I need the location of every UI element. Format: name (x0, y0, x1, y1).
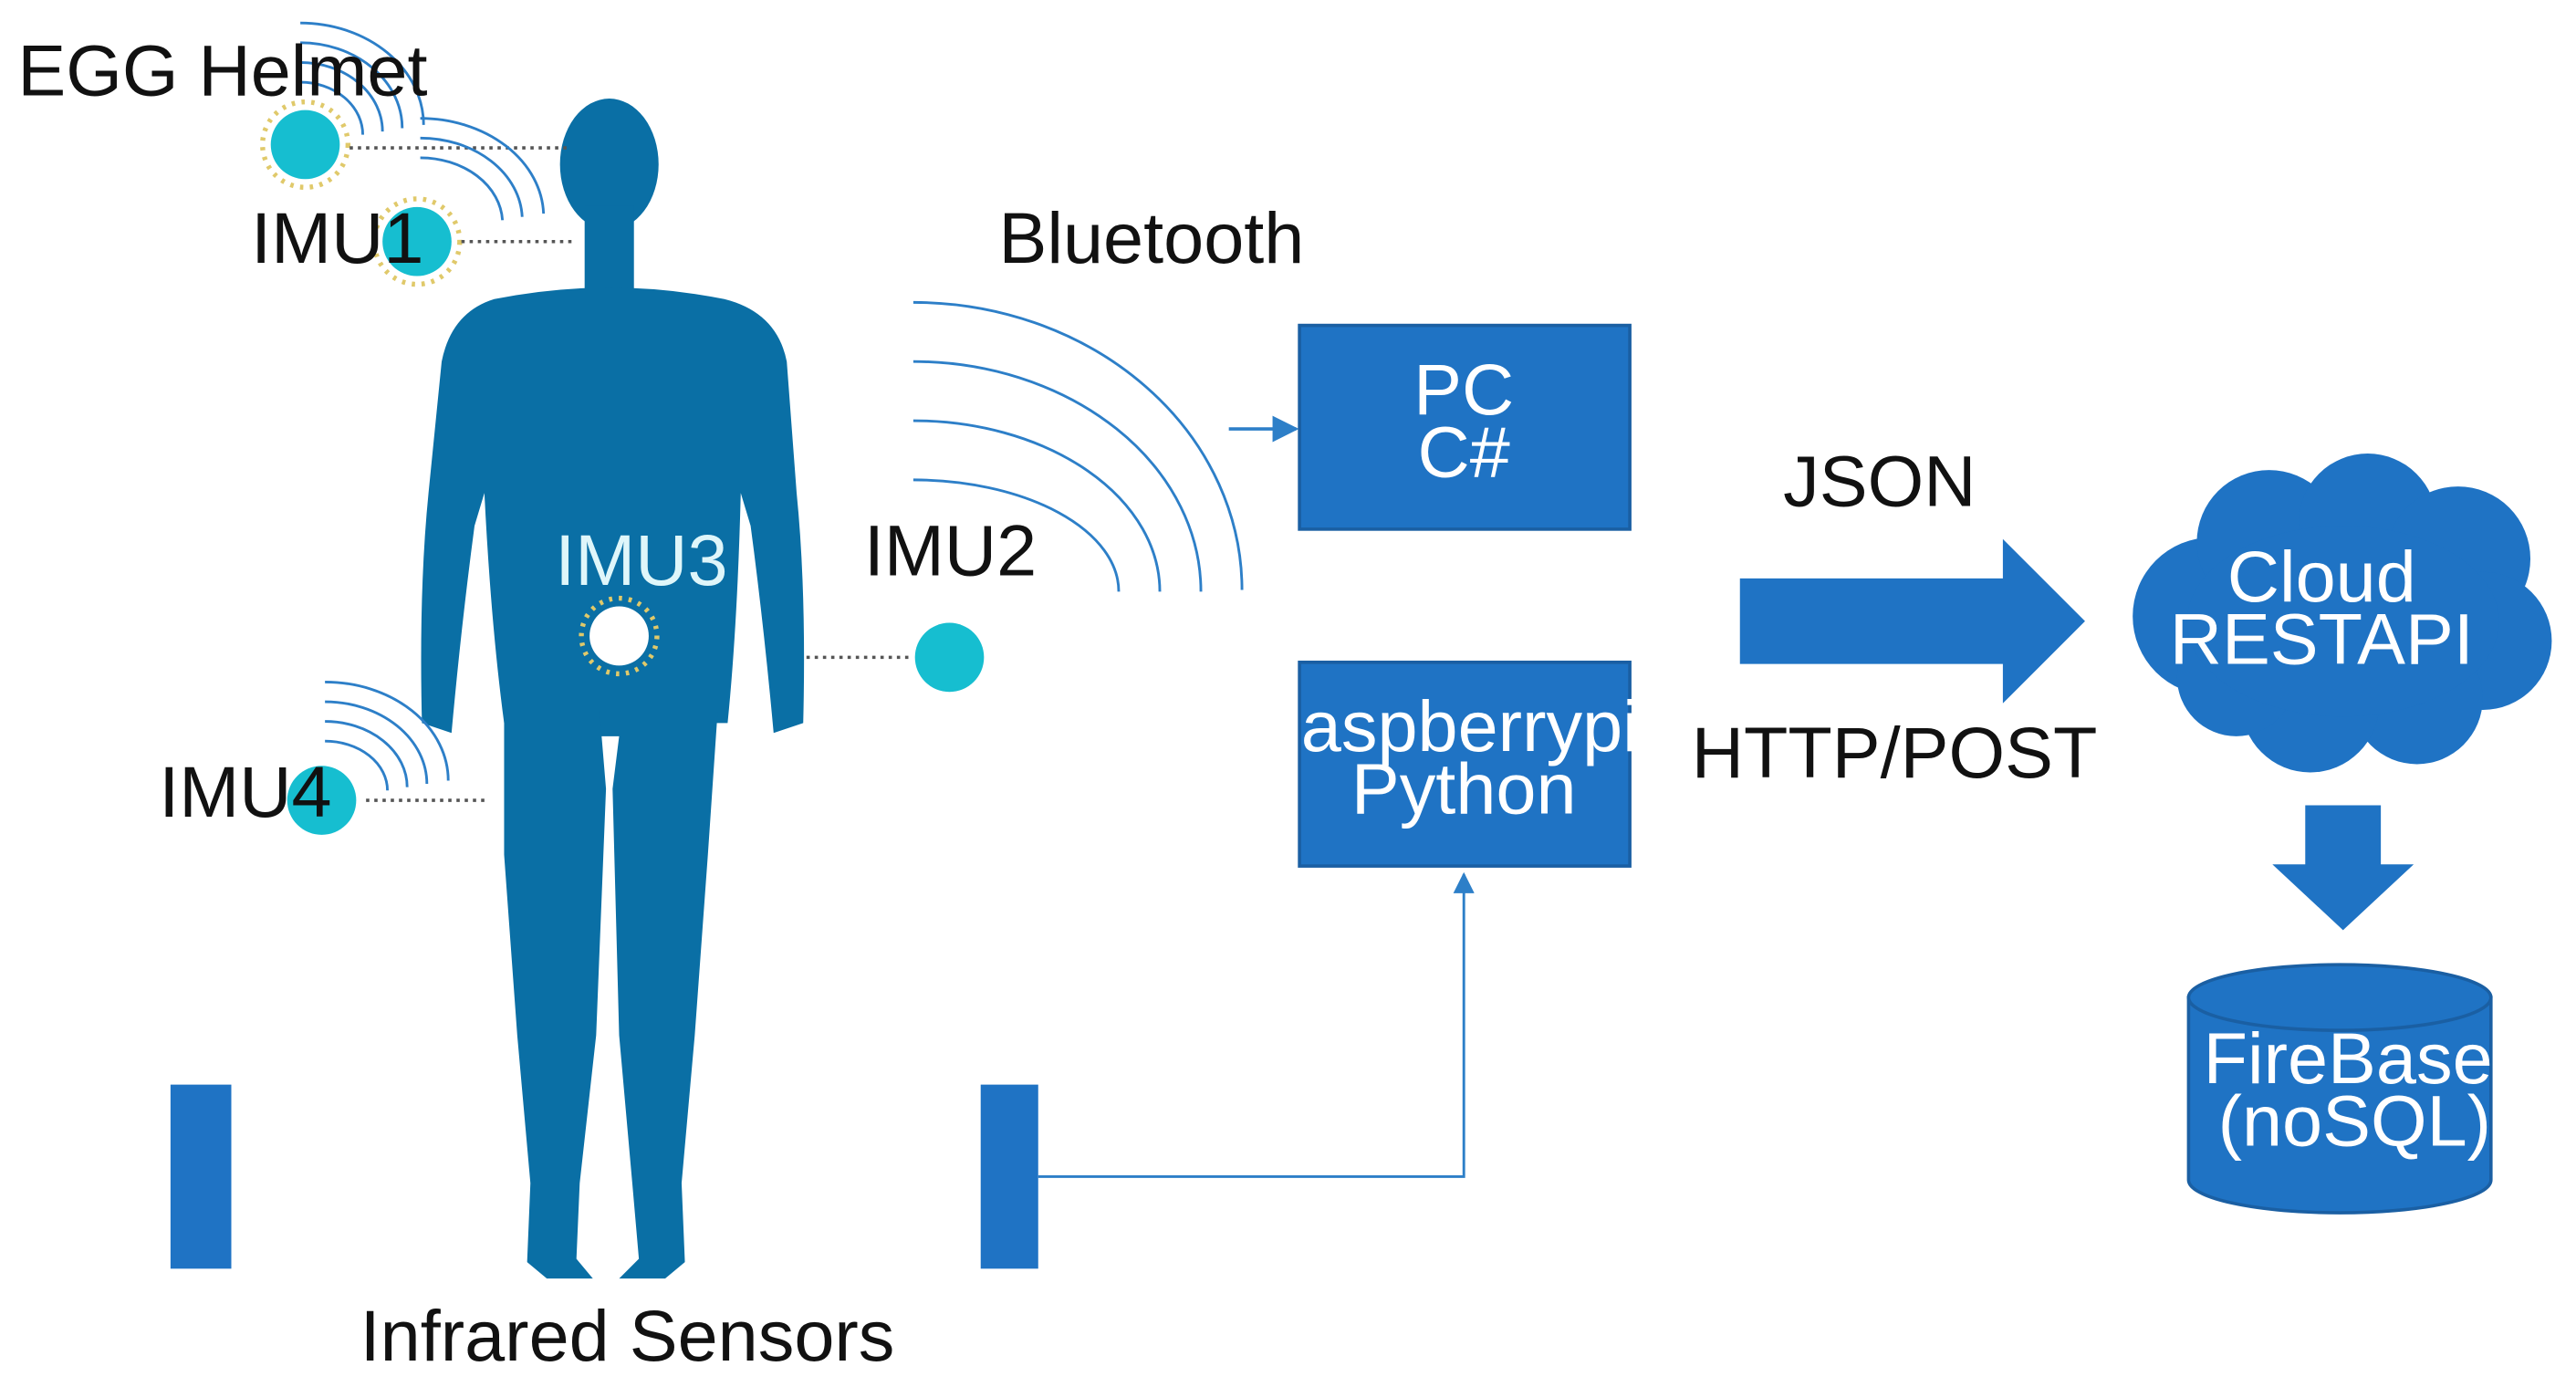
bluetooth-waves (913, 300, 1244, 592)
imu3-label: IMU3 (555, 519, 727, 600)
human-body-silhouette (421, 99, 805, 1279)
json-label: JSON (1783, 441, 1976, 522)
eeg-helmet-label: EGG Helmet (17, 29, 427, 110)
database-line2: (noSQL) (2218, 1079, 2491, 1161)
cloud-line1: Cloud (2227, 536, 2416, 617)
pc-box-line2: C# (1418, 411, 1510, 492)
imu3-sensor: IMU3 (555, 519, 728, 677)
pc-box-line1: PC (1413, 349, 1514, 430)
http-post-label: HTTP/POST (1692, 712, 2098, 793)
cloud-restapi: Cloud RESTAPI (2133, 454, 2552, 773)
raspberrypi-box-line1: Raspberrypi3 (1249, 685, 1679, 766)
raspberrypi-box: Raspberrypi3 Python (1249, 660, 1679, 868)
cloud-to-database-arrow (2272, 805, 2414, 931)
json-http-arrow (1739, 538, 2085, 704)
imu4-label: IMU4 (159, 751, 331, 832)
bluetooth-label: Bluetooth (999, 197, 1305, 278)
imu4-sensor: IMU4 (159, 680, 488, 835)
database-line1: FireBase (2204, 1017, 2493, 1099)
infrared-sensor-left (170, 1084, 232, 1269)
imu2-label: IMU2 (864, 509, 1037, 590)
imu2-sensor: IMU2 (806, 509, 1037, 693)
firebase-database: FireBase (noSQL) (2186, 963, 2493, 1215)
imu1-label: IMU1 (251, 197, 423, 278)
eeg-helmet-sensor: EGG Helmet (17, 21, 568, 221)
cloud-line2: RESTAPI (2170, 599, 2474, 680)
raspberrypi-box-line2: Python (1351, 747, 1577, 829)
infrared-to-raspberrypi-line (1038, 871, 1475, 1178)
infrared-sensors-label: Infrared Sensors (360, 1295, 895, 1376)
imu1-sensor: IMU1 (251, 196, 574, 287)
pc-box: PC C# (1298, 323, 1632, 531)
infrared-sensor-right (980, 1084, 1038, 1269)
